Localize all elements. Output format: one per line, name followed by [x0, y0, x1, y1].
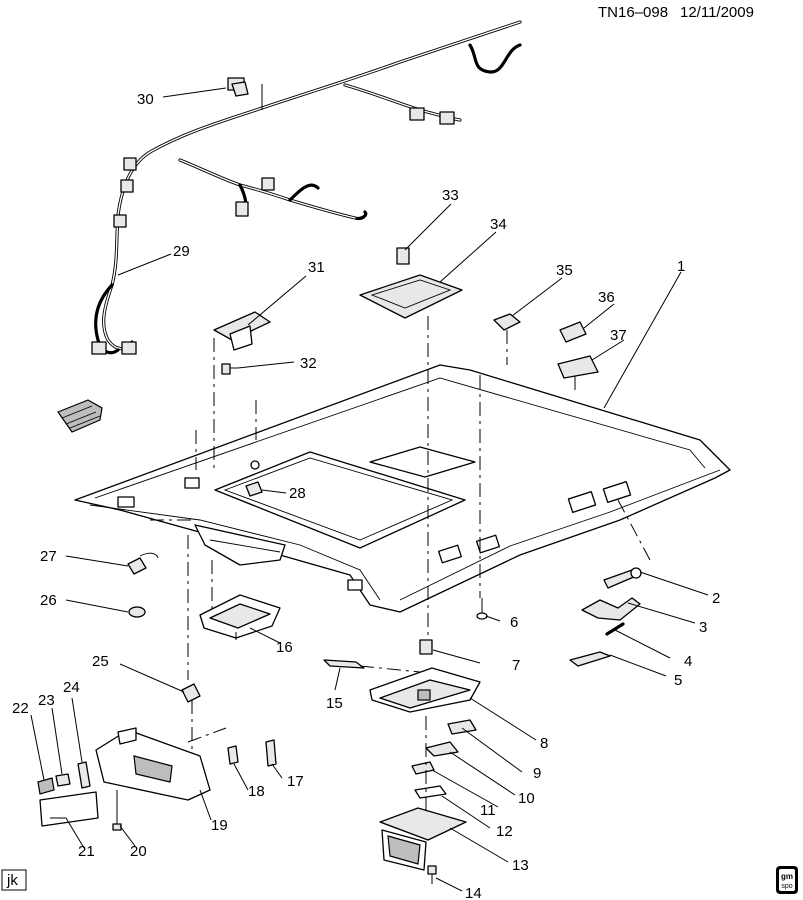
callout-20: 20: [130, 843, 147, 860]
harness-connector: [123, 157, 137, 171]
trim-5: [569, 651, 611, 667]
harness-connector: [261, 177, 275, 191]
callout-2: 2: [712, 590, 720, 607]
retainer-17: [265, 739, 277, 767]
grommet-26: [128, 606, 146, 618]
harness-connector: [120, 179, 134, 193]
overhead-video-screen-13: [379, 807, 467, 871]
vehicle-front-arrow-icon: [57, 399, 103, 433]
callout-11: 11: [480, 802, 496, 819]
callout-6: 6: [510, 614, 518, 631]
label-21: [39, 791, 99, 827]
callout-19: 19: [211, 817, 228, 834]
lens-12: [414, 785, 447, 799]
callout-14: 14: [465, 885, 482, 900]
assist-handle-3: [581, 597, 641, 621]
front-console-16: [199, 594, 281, 639]
callout-4: 4: [684, 653, 692, 670]
screw-6: [476, 598, 488, 620]
callout-31: 31: [308, 259, 325, 276]
visor-clip-25: [181, 683, 201, 703]
callout-3: 3: [699, 619, 707, 636]
callout-13: 13: [512, 857, 529, 874]
alignment-lines: [150, 316, 651, 812]
bracket-36: [559, 321, 587, 343]
clip-35: [493, 313, 521, 331]
callout-27: 27: [40, 548, 57, 565]
callout-17: 17: [287, 773, 304, 790]
callout-9: 9: [533, 765, 541, 782]
roof-wiring-harness: [91, 20, 522, 355]
callout-16: 16: [276, 639, 293, 656]
lens-9: [447, 719, 477, 735]
logo-bottom-text: spo: [781, 883, 792, 890]
bulb-18: [227, 745, 239, 765]
callout-28: 28: [289, 485, 306, 502]
roof-bracket-31: [213, 311, 271, 351]
callout-35: 35: [556, 262, 573, 279]
gm-spo-logo-icon: gm spo: [776, 866, 798, 894]
logo-top-text: gm: [781, 872, 793, 881]
pin-4: [605, 622, 625, 636]
callout-15: 15: [326, 695, 343, 712]
initials-box: jk: [1, 869, 27, 891]
callout-30: 30: [137, 91, 154, 108]
callout-labels: 1 2 3 4 5 6 7 8 9 10 11 12 13 14 15 16 1…: [12, 91, 720, 900]
clip-33: [396, 247, 410, 265]
harness-connector: [91, 341, 107, 355]
retainer-24: [77, 761, 91, 789]
lamp-15: [323, 659, 365, 669]
clip-28: [245, 481, 263, 497]
callout-26: 26: [40, 592, 57, 609]
callout-25: 25: [92, 653, 109, 670]
harness-connector: [439, 111, 455, 125]
lamp-27: [127, 552, 159, 575]
clip-7: [419, 639, 433, 655]
callout-8: 8: [540, 735, 548, 752]
console-bracket-34: [359, 274, 463, 319]
callout-32: 32: [300, 355, 317, 372]
callout-22: 22: [12, 700, 29, 717]
leader-lines: [30, 87, 709, 892]
harness-connector: [235, 201, 249, 217]
callout-34: 34: [490, 216, 507, 233]
pad-22: [37, 777, 55, 795]
bracket-37: [557, 355, 599, 379]
callout-29: 29: [173, 243, 190, 260]
callout-36: 36: [598, 289, 615, 306]
screw-14: [427, 865, 437, 884]
callout-12: 12: [496, 823, 513, 840]
headliner-panel: [74, 364, 731, 613]
bulb-11: [411, 761, 435, 775]
overhead-console-8: [369, 667, 481, 713]
diagram-date: 12/11/2009: [680, 4, 754, 21]
callout-18: 18: [248, 783, 265, 800]
sun-visor-19: [95, 727, 211, 801]
callout-5: 5: [674, 672, 682, 689]
callout-1: 1: [677, 258, 685, 275]
callout-7: 7: [512, 657, 520, 674]
pad-23: [55, 773, 71, 787]
callout-10: 10: [518, 790, 535, 807]
harness-connector: [121, 341, 137, 355]
diagram-code: TN16–098: [598, 4, 668, 21]
initials-text: jk: [6, 872, 18, 889]
screw-32: [221, 363, 238, 375]
harness-connector: [409, 107, 425, 121]
screw-20: [112, 790, 122, 831]
callout-24: 24: [63, 679, 80, 696]
assist-handle-bolt-2: [603, 567, 642, 589]
harness-connector: [113, 214, 127, 228]
callout-33: 33: [442, 187, 459, 204]
callout-23: 23: [38, 692, 55, 709]
callout-37: 37: [610, 327, 627, 344]
connector-30: [231, 81, 249, 97]
callout-21: 21: [78, 843, 95, 860]
